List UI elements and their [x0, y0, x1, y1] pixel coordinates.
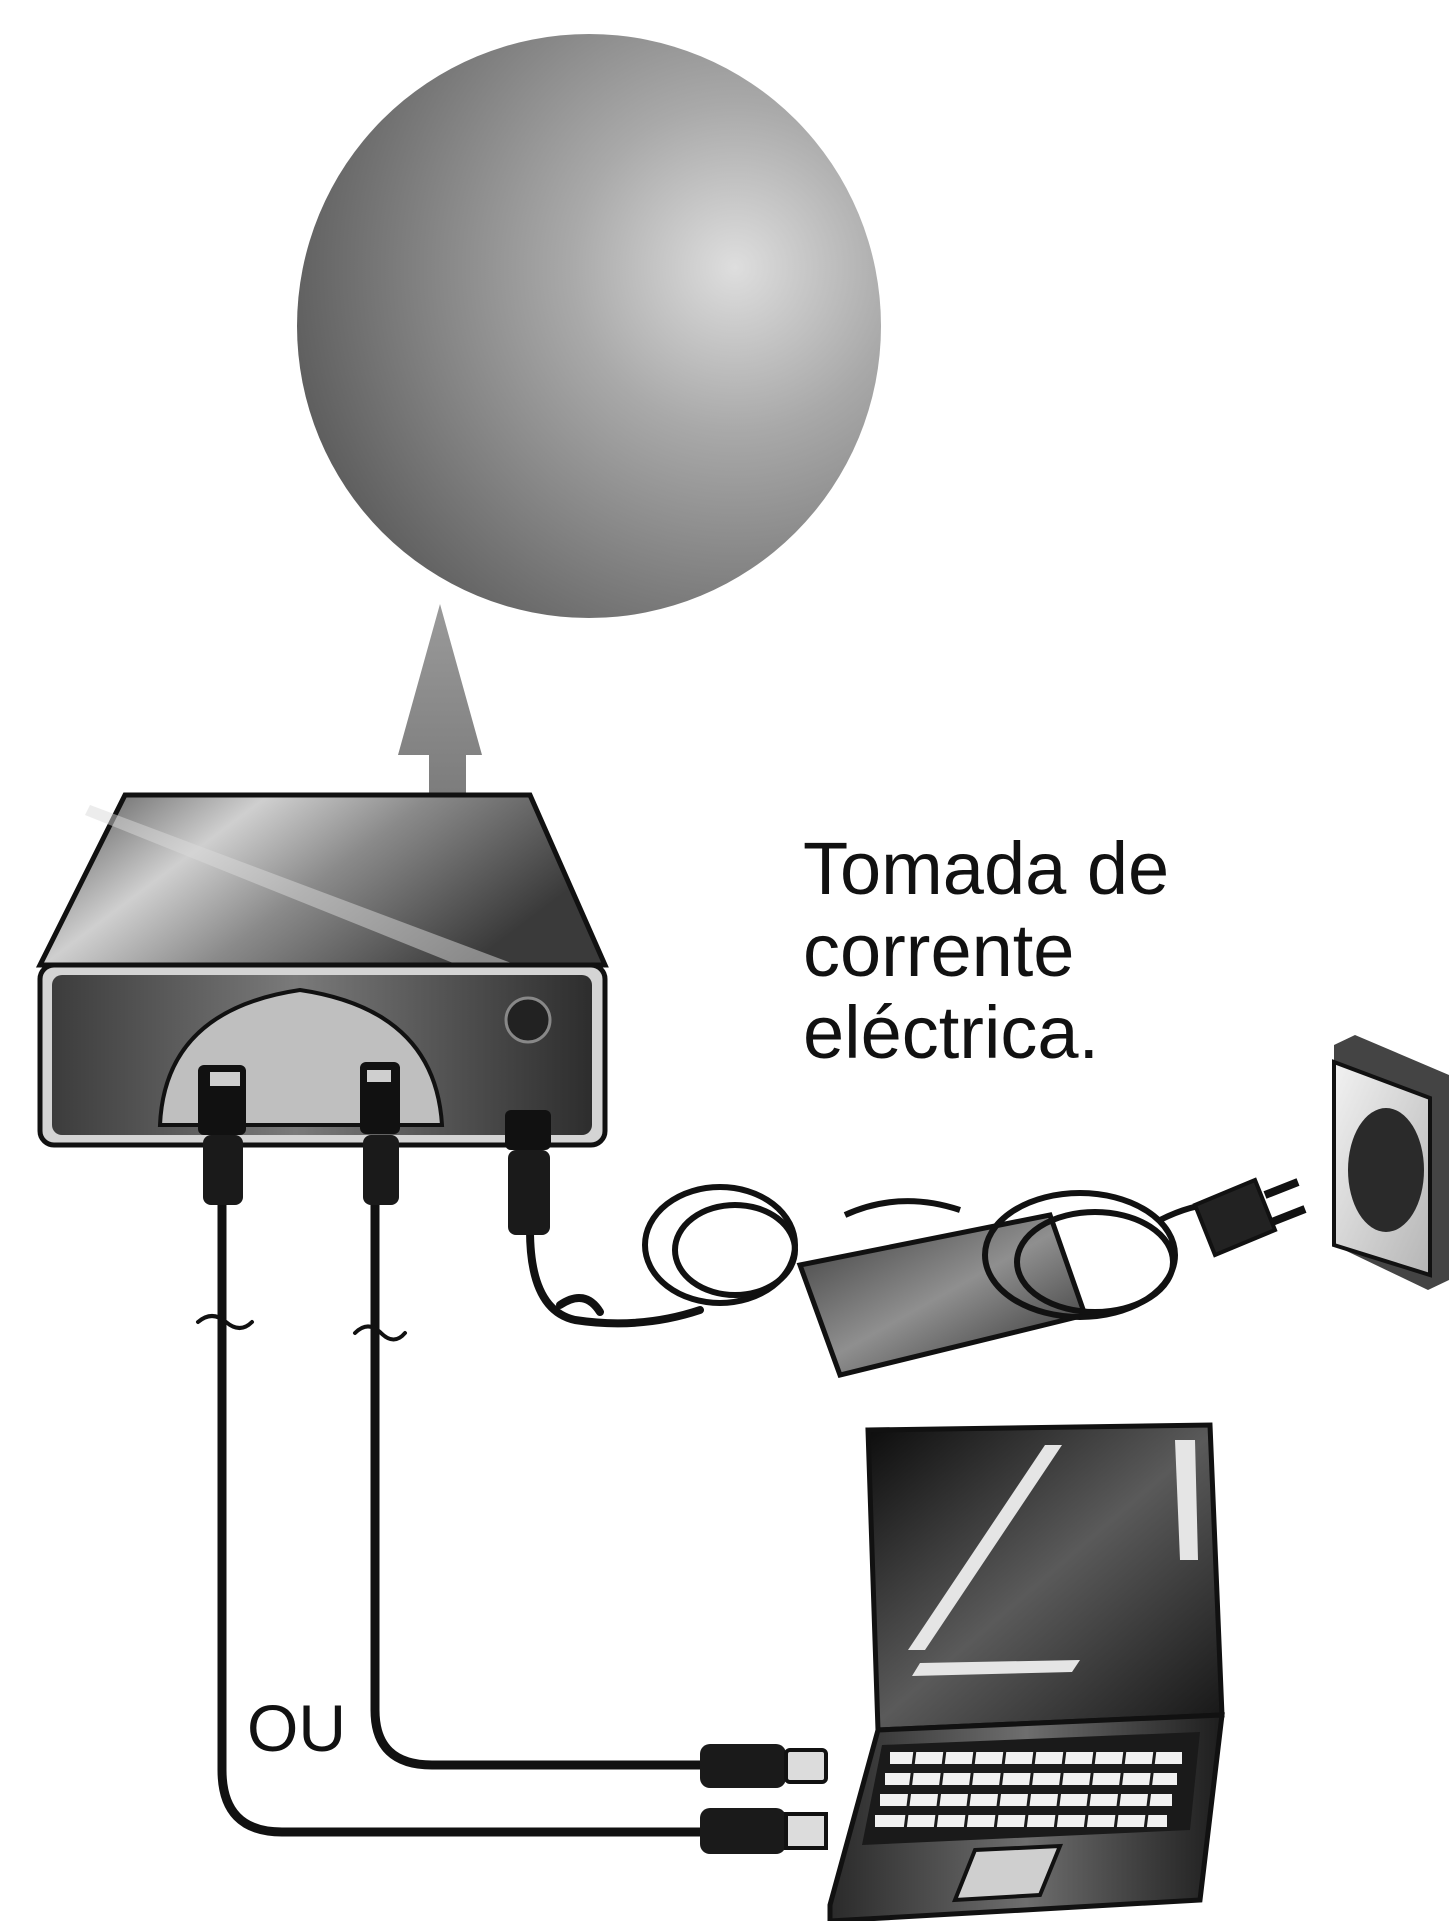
usb-cable-icon [196, 1155, 725, 1837]
disc-icon [297, 34, 881, 618]
power-cable-icon [526, 1226, 704, 1328]
outlet-label-line-1: Tomada de [803, 827, 1170, 910]
external-drive-icon [35, 792, 609, 1235]
power-plug-icon [1192, 1177, 1307, 1258]
outlet-label-line-2: corrente [803, 909, 1075, 992]
laptop-icon [827, 1422, 1225, 1921]
usb-plug-icon [700, 1744, 828, 1854]
or-label: OU [247, 1691, 346, 1765]
power-adapter-icon [642, 1184, 1231, 1378]
outlet-label: Tomada de corrente eléctrica. [803, 828, 1169, 1074]
wall-socket-icon [1332, 1035, 1449, 1290]
outlet-label-line-3: eléctrica. [803, 991, 1100, 1074]
